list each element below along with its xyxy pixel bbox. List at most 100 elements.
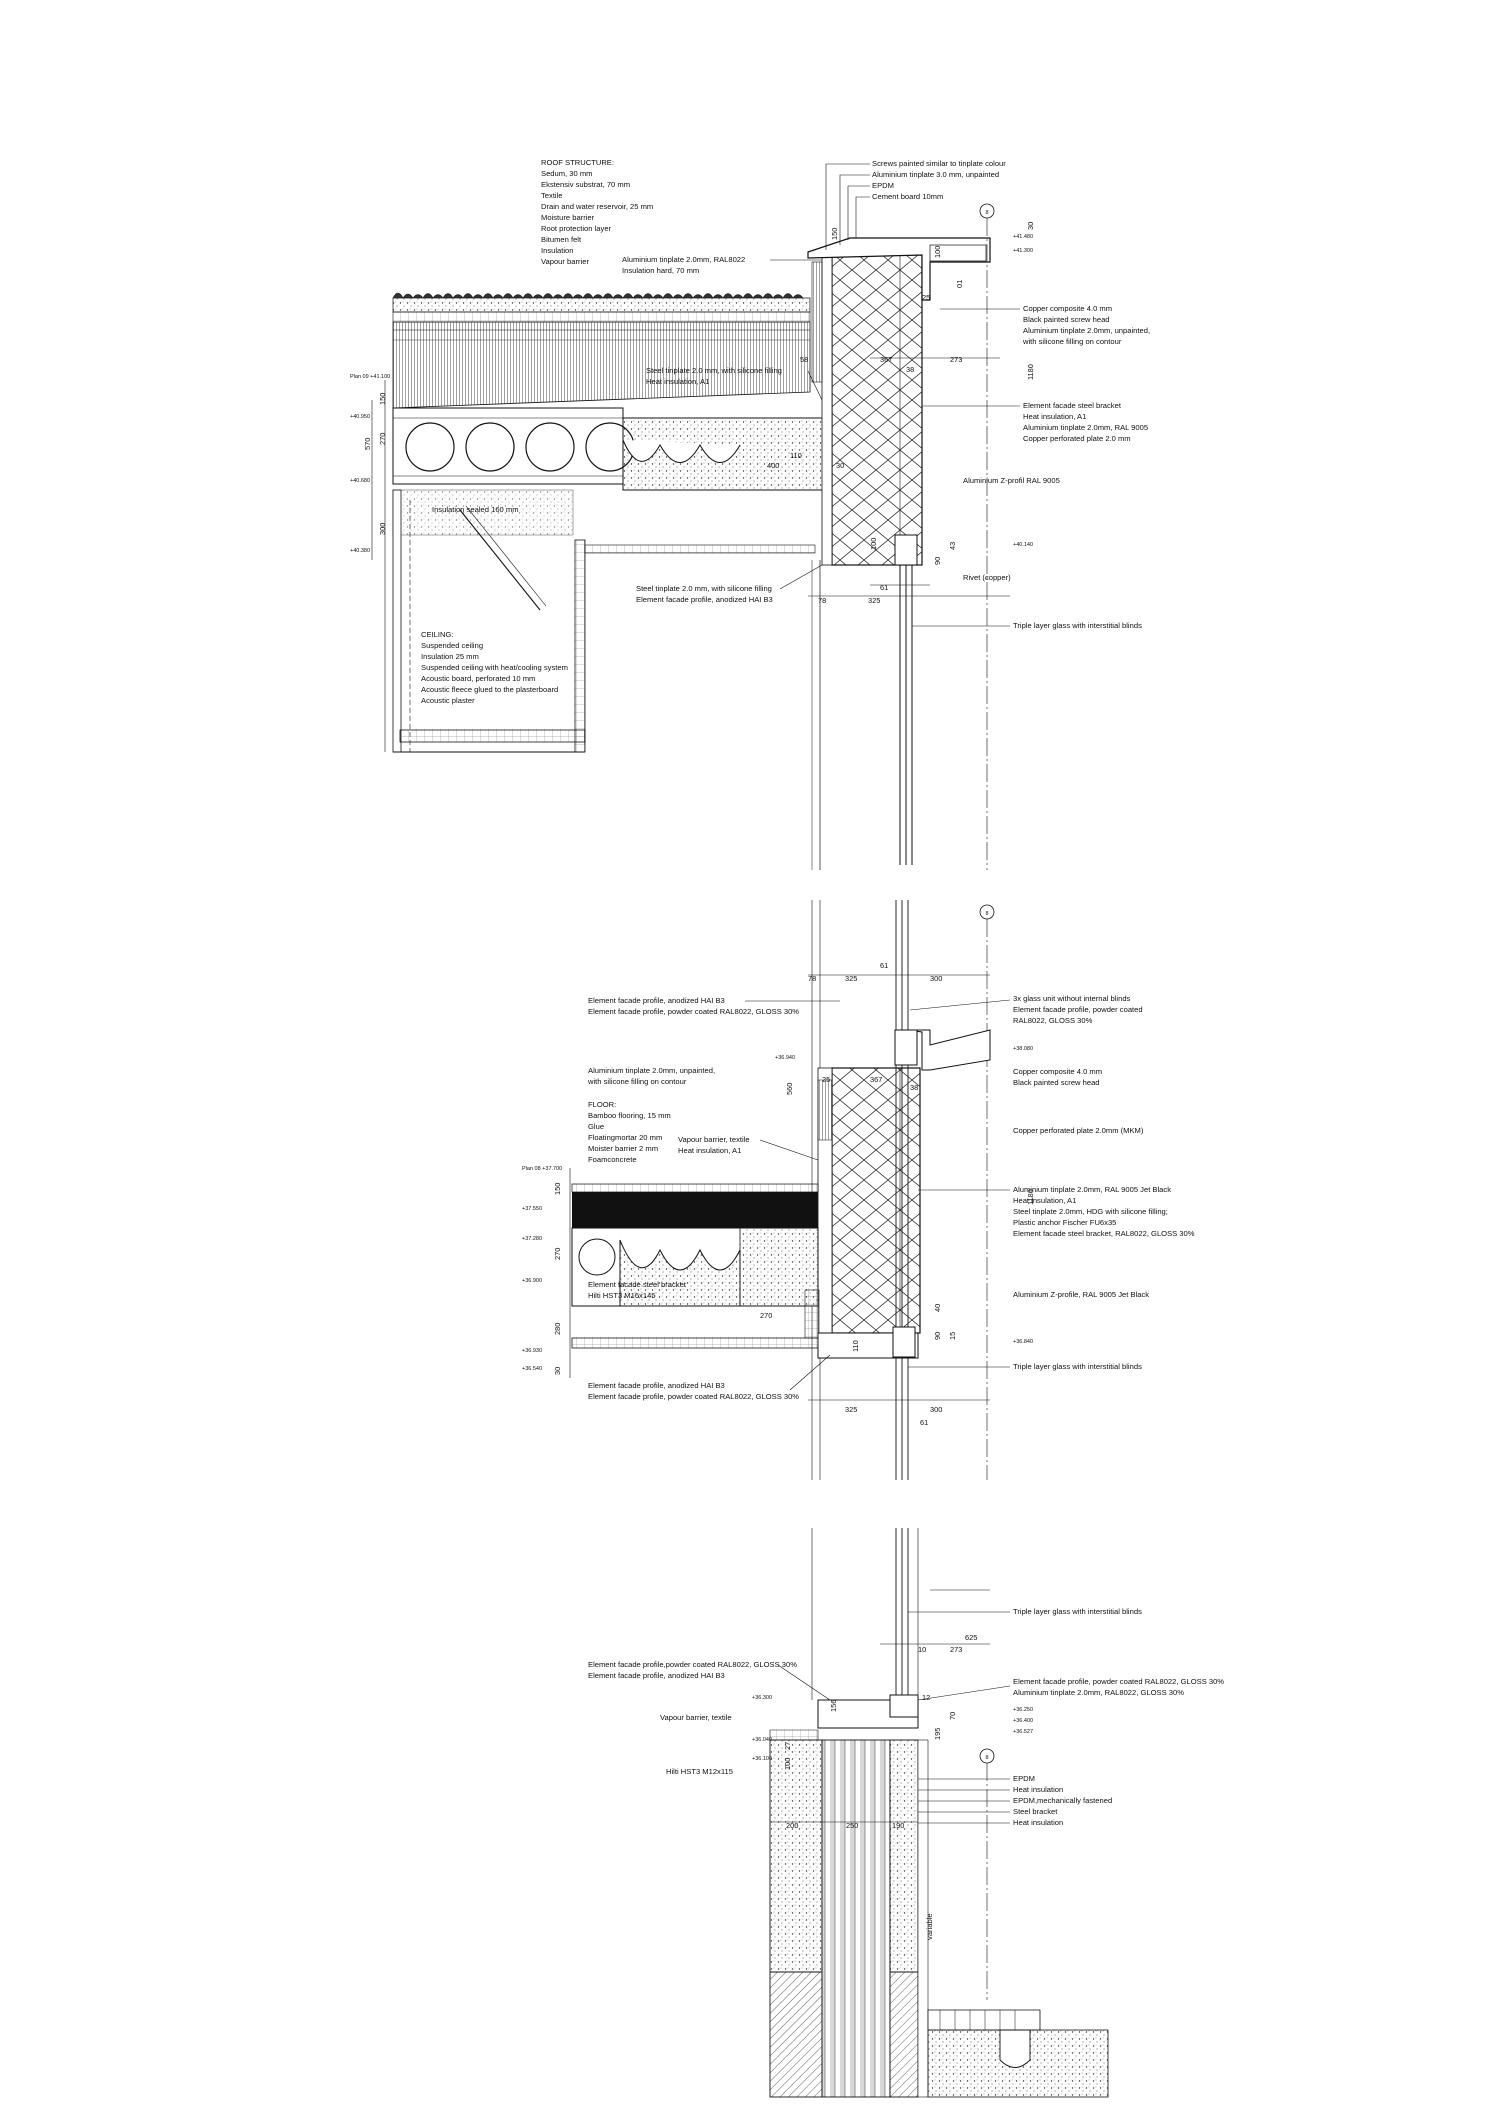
svg-text:25: 25 xyxy=(822,1075,830,1084)
svg-text:RAL8022, GLOSS 30%: RAL8022, GLOSS 30% xyxy=(1013,1016,1093,1025)
svg-text:Element facade profile, anodiz: Element facade profile, anodized HAI B3 xyxy=(588,1381,725,1390)
svg-text:Element facade profile, anodiz: Element facade profile, anodized HAI B3 xyxy=(588,1671,725,1680)
svg-text:30: 30 xyxy=(1026,222,1035,230)
svg-text:+36.940: +36.940 xyxy=(775,1055,795,1061)
roof-bottom-callouts: Steel tinplate 2.0 mm, with silicone fil… xyxy=(636,564,823,604)
roof-insulation-note: Insulation sealed 160 mm xyxy=(432,505,519,514)
floor-grid-label: 8 xyxy=(985,911,988,917)
svg-text:78: 78 xyxy=(808,974,816,983)
svg-text:Element facade steel bracket: Element facade steel bracket xyxy=(588,1280,687,1289)
svg-text:90: 90 xyxy=(933,557,942,565)
svg-text:Steel bracket: Steel bracket xyxy=(1013,1807,1058,1816)
roof-ceiling-list: CEILING: Suspended ceiling Insulation 25… xyxy=(421,630,568,705)
floor-dimensions: 78 325 61 300 560 25 367 38 1180 270 110… xyxy=(553,961,1035,1427)
svg-text:15: 15 xyxy=(948,1332,957,1340)
svg-text:Black painted screw head: Black painted screw head xyxy=(1023,315,1110,324)
svg-text:Heat insulation: Heat insulation xyxy=(1013,1785,1063,1794)
svg-text:Element facade steel bracket: Element facade steel bracket xyxy=(1023,401,1122,410)
svg-text:+40.950: +40.950 xyxy=(350,414,370,420)
roof-structure-list: ROOF STRUCTURE: Sedum, 30 mm Ekstensiv s… xyxy=(541,158,653,266)
svg-text:Aluminium tinplate 2.0mm, RAL8: Aluminium tinplate 2.0mm, RAL8022, GLOSS… xyxy=(1013,1688,1184,1697)
svg-text:27: 27 xyxy=(783,1742,792,1750)
roof-right-callouts-a: Copper composite 4.0 mm Black painted sc… xyxy=(940,304,1150,346)
svg-text:560: 560 xyxy=(785,1083,794,1095)
svg-text:12: 12 xyxy=(922,1693,930,1702)
floor-levels: Plan 08 +37.700 +37.550 +37.280 +36.900 … xyxy=(522,1046,1033,1372)
svg-text:Copper perforated plate 2.0 mm: Copper perforated plate 2.0 mm xyxy=(1023,434,1131,443)
svg-text:Copper composite 4.0 mm: Copper composite 4.0 mm xyxy=(1023,304,1112,313)
floor-bottom-callouts: Element facade profile, anodized HAI B3 … xyxy=(588,1354,831,1401)
svg-text:70: 70 xyxy=(948,1712,957,1720)
svg-text:61: 61 xyxy=(880,961,888,970)
svg-text:Plan 08 +37.700: Plan 08 +37.700 xyxy=(522,1166,562,1172)
svg-text:Root protection layer: Root protection layer xyxy=(541,224,612,233)
svg-text:FLOOR:: FLOOR: xyxy=(588,1100,616,1109)
svg-text:Aluminium tinplate 3.0 mm, unp: Aluminium tinplate 3.0 mm, unpainted xyxy=(872,170,999,179)
roof-zprofile-label: Aluminium Z-profil RAL 9005 xyxy=(963,476,1060,485)
svg-text:with silicone filling on conto: with silicone filling on contour xyxy=(587,1077,687,1086)
svg-text:110: 110 xyxy=(790,451,802,460)
svg-text:367: 367 xyxy=(870,1075,882,1084)
svg-text:300: 300 xyxy=(378,523,387,535)
svg-text:43: 43 xyxy=(948,542,957,550)
svg-text:367: 367 xyxy=(880,355,892,364)
floor-build-list: FLOOR: Bamboo flooring, 15 mm Glue Float… xyxy=(588,1100,671,1164)
svg-text:90: 90 xyxy=(933,1332,942,1340)
svg-text:325: 325 xyxy=(868,596,880,605)
roof-top-callouts: Screws painted similar to tinplate colou… xyxy=(825,159,1006,250)
svg-text:Heat insulation, A1: Heat insulation, A1 xyxy=(1023,412,1086,421)
ground-vapour-label: Vapour barrier, textile xyxy=(660,1713,732,1722)
roof-left-callouts: Aluminium tinplate 2.0mm, RAL8022 Insula… xyxy=(622,255,822,275)
svg-text:38: 38 xyxy=(910,1083,918,1092)
svg-text:Suspended ceiling: Suspended ceiling xyxy=(421,641,483,650)
svg-text:Suspended ceiling with heat/co: Suspended ceiling with heat/cooling syst… xyxy=(421,663,568,672)
svg-text:+41.480: +41.480 xyxy=(1013,234,1033,240)
svg-text:Steel tinplate 2.0mm, HDG with: Steel tinplate 2.0mm, HDG with silicone … xyxy=(1013,1207,1168,1216)
svg-text:Sedum, 30 mm: Sedum, 30 mm xyxy=(541,169,593,178)
svg-text:78: 78 xyxy=(818,596,826,605)
svg-text:with silicone filling on conto: with silicone filling on contour xyxy=(1022,337,1122,346)
svg-text:150: 150 xyxy=(830,228,839,240)
svg-text:Moister barrier 2 mm: Moister barrier 2 mm xyxy=(588,1144,658,1153)
roof-rivet-label: Rivet (copper) xyxy=(963,573,1011,582)
svg-text:+40.140: +40.140 xyxy=(1013,542,1033,548)
svg-text:Acoustic board, perforated 10: Acoustic board, perforated 10 mm xyxy=(421,674,535,683)
svg-text:Element facade profile, powder: Element facade profile, powder coated RA… xyxy=(588,1007,799,1016)
svg-text:Aluminium tinplate 2.0mm, RAL8: Aluminium tinplate 2.0mm, RAL8022 xyxy=(622,255,745,264)
ground-detail: 8 xyxy=(769,1528,1109,2098)
roof-detail: 8 xyxy=(371,203,1010,870)
svg-text:1180: 1180 xyxy=(1026,1189,1035,1205)
svg-text:100: 100 xyxy=(783,1758,792,1770)
svg-text:Element facade profile, powder: Element facade profile, powder coated RA… xyxy=(588,1392,799,1401)
svg-text:270: 270 xyxy=(553,1248,562,1260)
svg-text:100: 100 xyxy=(933,246,942,258)
svg-text:Bitumen felt: Bitumen felt xyxy=(541,235,582,244)
svg-text:Element facade profile,powder: Element facade profile,powder coated RAL… xyxy=(588,1660,797,1669)
svg-text:270: 270 xyxy=(760,1311,772,1320)
svg-text:ROOF STRUCTURE:: ROOF STRUCTURE: xyxy=(541,158,614,167)
roof-levels: Plan 09 +41.100 +40.950 +40.680 +40.380 … xyxy=(350,234,1033,554)
svg-text:Drain and water reservoir, 25: Drain and water reservoir, 25 mm xyxy=(541,202,653,211)
svg-text:250: 250 xyxy=(846,1821,858,1830)
floor-right-a: Copper composite 4.0 mm Black painted sc… xyxy=(1013,1067,1102,1087)
svg-text:Textile: Textile xyxy=(541,191,563,200)
svg-text:156: 156 xyxy=(829,1700,838,1712)
svg-text:30: 30 xyxy=(836,461,844,470)
svg-text:61: 61 xyxy=(920,1418,928,1427)
svg-text:Black painted screw head: Black painted screw head xyxy=(1013,1078,1100,1087)
floor-detail: 8 xyxy=(569,900,995,1480)
svg-text:Bamboo flooring, 15 mm: Bamboo flooring, 15 mm xyxy=(588,1111,671,1120)
svg-text:Aluminium tinplate 2.0mm, RAL: Aluminium tinplate 2.0mm, RAL 9005 xyxy=(1023,423,1148,432)
svg-text:38: 38 xyxy=(906,365,914,374)
svg-text:Acoustic fleece glued to the p: Acoustic fleece glued to the plasterboar… xyxy=(421,685,558,694)
svg-text:Plastic anchor Fischer FU6x35: Plastic anchor Fischer FU6x35 xyxy=(1013,1218,1116,1227)
svg-text:273: 273 xyxy=(950,1645,962,1654)
roof-dimensions: 150 100 01 25 30 58 367 38 273 1180 110 … xyxy=(363,222,1035,605)
svg-text:Element facade profile, powder: Element facade profile, powder coated RA… xyxy=(1013,1677,1224,1686)
svg-text:61: 61 xyxy=(880,583,888,592)
svg-text:100: 100 xyxy=(869,538,878,550)
ground-right-callouts: Element facade profile, powder coated RA… xyxy=(917,1677,1224,1701)
ground-left-callouts: Element facade profile,powder coated RAL… xyxy=(588,1660,831,1701)
svg-text:Aluminium tinplate 2.0mm, RAL: Aluminium tinplate 2.0mm, RAL 9005 Jet B… xyxy=(1013,1185,1171,1194)
svg-text:Vapour barrier: Vapour barrier xyxy=(541,257,589,266)
